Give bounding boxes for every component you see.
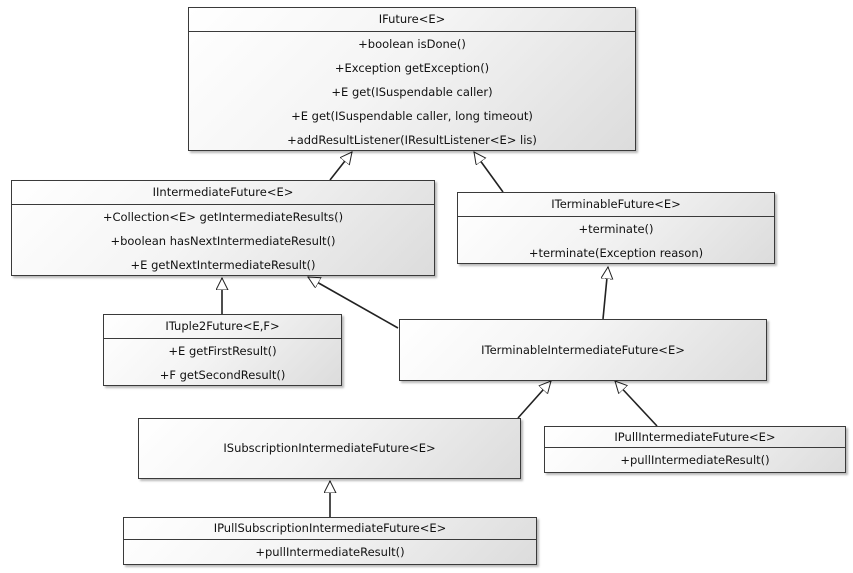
operations-list: +boolean isDone() +Exception getExceptio… [189, 32, 635, 153]
operations-list: +pullIntermediateResult() [124, 540, 536, 565]
operations-list: +Collection<E> getIntermediateResults() … [12, 205, 434, 278]
operation: +terminate(Exception reason) [528, 246, 704, 260]
edge-iintermediate-to-ifuture [329, 152, 352, 181]
class-name: IIntermediateFuture<E> [12, 181, 434, 205]
operation: +E getNextIntermediateResult() [130, 258, 316, 272]
class-name: IPullSubscriptionIntermediateFuture<E> [124, 518, 536, 540]
operation: +Collection<E> getIntermediateResults() [102, 210, 344, 224]
class-isubscriptionintermediatefuture: ISubscriptionIntermediateFuture<E> [138, 418, 521, 479]
operation: +pullIntermediateResult() [620, 453, 770, 467]
operation: +boolean isDone() [358, 37, 466, 51]
edge-ipull-to-iterminableintermediate [615, 381, 658, 427]
class-name: IPullIntermediateFuture<E> [545, 427, 845, 448]
class-iterminablefuture: ITerminableFuture<E> +terminate() +termi… [457, 192, 775, 264]
operation: +F getSecondResult() [159, 368, 286, 382]
edge-iterminableintermediate-to-iintermediate [308, 276, 399, 329]
operations-list: +terminate() +terminate(Exception reason… [458, 217, 774, 266]
operation: +E getFirstResult() [168, 344, 277, 358]
operation: +E get(ISuspendable caller, long timeout… [291, 109, 533, 123]
class-name: ITerminableIntermediateFuture<E> [481, 342, 685, 357]
class-iintermediatefuture: IIntermediateFuture<E> +Collection<E> ge… [11, 180, 435, 276]
class-ipullintermediatefuture: IPullIntermediateFuture<E> +pullIntermed… [544, 426, 846, 473]
operation: +boolean hasNextIntermediateResult() [110, 234, 336, 248]
operation: +Exception getException() [334, 61, 490, 75]
edge-iterminableintermediate-to-iterminable [603, 267, 608, 320]
operation: +addResultListener(IResultListener<E> li… [287, 133, 537, 147]
operations-list: +E getFirstResult() +F getSecondResult() [104, 339, 341, 388]
edge-isubscription-to-iterminableintermediate [517, 381, 551, 419]
class-ifuture: IFuture<E> +boolean isDone() +Exception … [188, 7, 636, 151]
class-ipullsubscriptionintermediatefuture: IPullSubscriptionIntermediateFuture<E> +… [123, 517, 537, 565]
class-name: ITuple2Future<E,F> [104, 315, 341, 339]
class-name: IFuture<E> [189, 8, 635, 32]
operation: +pullIntermediateResult() [255, 545, 405, 559]
class-ituple2future: ITuple2Future<E,F> +E getFirstResult() +… [103, 314, 342, 386]
operation: +E get(ISuspendable caller) [331, 85, 493, 99]
edge-iterminable-to-ifuture [474, 152, 504, 193]
operation: +terminate() [578, 222, 654, 236]
class-iterminableintermediatefuture: ITerminableIntermediateFuture<E> [399, 319, 767, 381]
operations-list: +pullIntermediateResult() [545, 448, 845, 473]
class-name: ISubscriptionIntermediateFuture<E> [223, 441, 436, 455]
class-name: ITerminableFuture<E> [458, 193, 774, 217]
